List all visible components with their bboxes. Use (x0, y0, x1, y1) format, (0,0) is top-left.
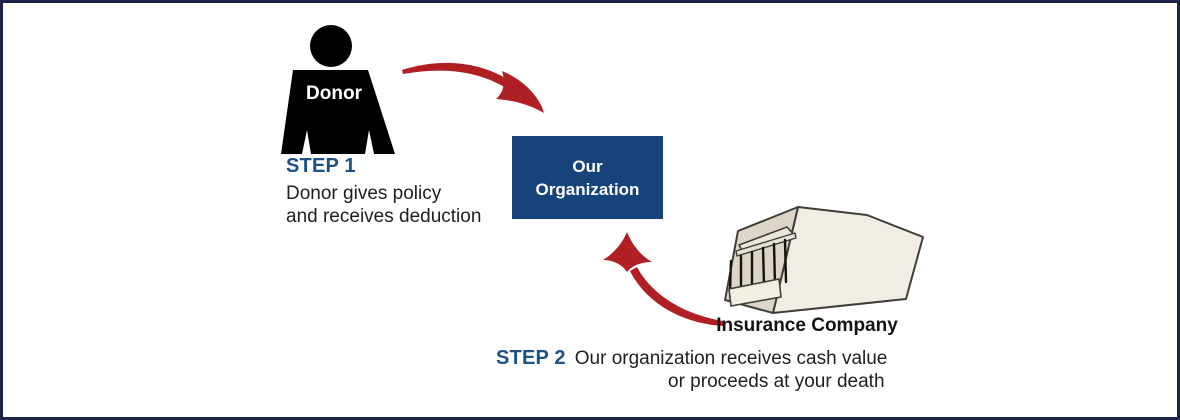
step1-title: STEP 1 (286, 155, 356, 177)
step2-description-line1: Our organization receives cash value (574, 348, 888, 369)
step2-title: STEP 2 (496, 347, 566, 369)
building-side-face (772, 206, 924, 314)
step1-description-line2: and receives deduction (286, 206, 482, 227)
step2-description-line2: or proceeds at your death (668, 371, 885, 392)
organization-label-line2: Organization (535, 179, 640, 199)
step1-description-line1: Donor gives policy (286, 183, 442, 204)
arrow-insurance-to-organization-icon (603, 232, 723, 326)
building-base (728, 278, 782, 307)
step1-block: STEP 1 Donor gives policy and receives d… (286, 155, 526, 228)
insurance-company-label: Insurance Company (716, 315, 898, 336)
organization-box: Our Organization (512, 136, 663, 219)
building-entablature (735, 232, 797, 257)
insurance-building-illustration (724, 206, 924, 314)
arrow-donor-to-organization-icon (402, 62, 544, 113)
donor-label: Donor (306, 83, 363, 104)
building-columns (728, 238, 788, 293)
donor-body (281, 70, 395, 154)
donor-head (310, 25, 352, 67)
donor-figure: Donor (281, 25, 395, 154)
step2-block: STEP 2 Our organization receives cash va… (496, 347, 956, 393)
organization-label-line1: Our (572, 156, 603, 176)
